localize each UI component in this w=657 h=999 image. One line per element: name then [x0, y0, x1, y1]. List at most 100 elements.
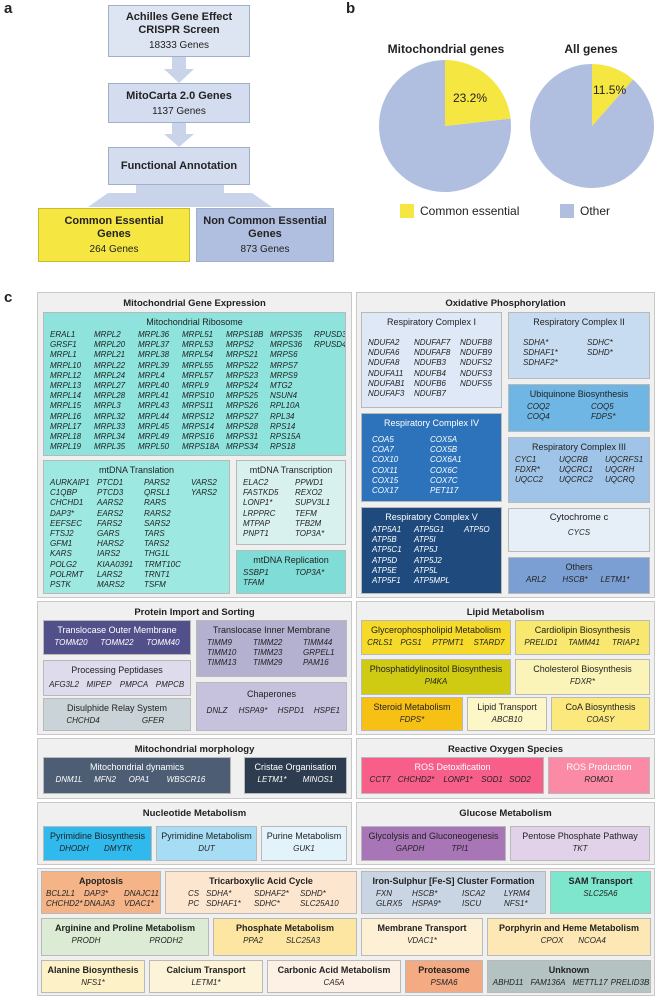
gene-label: SDHA* — [206, 889, 232, 898]
gene-label: MRPL49 — [138, 432, 170, 442]
box-title: Arginine and Proline Metabolism — [54, 923, 196, 933]
gene-label: UQCRFS1 — [605, 455, 644, 464]
gene-label: PSTK — [50, 580, 71, 590]
achilles-box: Achilles Gene Effect CRISPR Screen 18333… — [108, 5, 250, 57]
gene-label: COX11 — [372, 465, 398, 475]
gene-label: HSCB* — [562, 575, 588, 584]
box-title: Others — [565, 562, 593, 572]
gene-label: MRPS26 — [226, 401, 259, 411]
box-title: Glycolysis and Gluconeogenesis — [368, 831, 499, 841]
gene-label: ELAC2 — [243, 478, 269, 487]
section-title: Protein Import and Sorting — [134, 607, 255, 618]
gene-label — [314, 371, 345, 381]
gene-label: KIAA0391 — [97, 559, 134, 569]
gene-label: TOP3A* — [295, 568, 325, 577]
gene-label: SDHD* — [587, 348, 613, 358]
box-title: Chaperones — [246, 689, 297, 699]
gene-label: TIMM44 — [303, 638, 333, 647]
gene-label: SSBP1 — [243, 568, 269, 577]
box-membrane-transport: Membrane Transport VDAC1* — [361, 918, 483, 956]
gene-label: GFM1 — [50, 539, 73, 549]
gene-label: FDXR* — [515, 465, 540, 475]
gene-label: C1QBP — [50, 488, 78, 498]
gene-label: PMPCB — [155, 680, 185, 689]
gene-label — [191, 560, 229, 570]
box-steroid: Steroid Metabolism FDPS* — [361, 697, 463, 731]
gene-label: SDHAF2* — [254, 889, 289, 898]
gene-label — [191, 580, 229, 590]
gene-label: MINOS1 — [302, 775, 334, 784]
gene-label: LARS2 — [97, 569, 123, 579]
box-title: Disulphide Relay System — [66, 703, 168, 713]
gene-label: SDHA* — [523, 338, 549, 347]
pie-mito-common-slice — [445, 60, 511, 126]
gene-label: IARS2 — [97, 549, 121, 559]
gene-label: MRPL24 — [94, 370, 126, 380]
gene-label: MRPS36 — [270, 340, 303, 350]
gene-label — [191, 549, 229, 559]
gene-label: MRPL33 — [94, 421, 126, 431]
section-title: Mitochondrial morphology — [134, 744, 255, 755]
gene-label: TOP3A* — [295, 529, 325, 539]
box-coa-biosynthesis: CoA Biosynthesis COASY — [551, 697, 650, 731]
arrow-1 — [164, 57, 194, 83]
gene-label: COX6C — [430, 465, 458, 475]
gene-label: COX6A1 — [430, 455, 462, 465]
gene-label: DNLZ — [206, 706, 228, 715]
gene-label: CHCHD2* — [397, 775, 435, 784]
gene-label — [464, 545, 501, 555]
gene-label: GUK1 — [293, 844, 315, 853]
noncommon-title-2: Genes — [248, 228, 282, 240]
gene-label: UQCRC2 — [559, 475, 593, 485]
panel-letter-c: c — [4, 289, 13, 306]
gene-label: MRPL45 — [138, 421, 170, 431]
gene-label: MRPS10 — [182, 391, 215, 401]
box-alanine: Alanine Biosynthesis NFS1* — [41, 960, 145, 993]
gene-label: MRPL44 — [138, 411, 170, 421]
gene-label: HSPD1 — [277, 706, 305, 715]
gene-list: SLC25A6 — [551, 886, 650, 899]
gene-label: DHODH — [59, 844, 89, 853]
box-title: Cytochrome c — [549, 512, 609, 523]
gene-label: PARS2 — [144, 478, 170, 487]
gene-label: MRPL2 — [94, 330, 121, 339]
gene-label: LONP1* — [243, 498, 273, 508]
gene-label: FASTKD5 — [243, 488, 279, 498]
arrow-2 — [164, 123, 194, 147]
common-count: 264 Genes — [89, 244, 139, 255]
gene-label: SARS2 — [144, 518, 171, 528]
gene-label: CHCHD2* — [46, 899, 83, 909]
achilles-title-2: CRISPR Screen — [138, 24, 220, 36]
gene-label: PTCD1 — [97, 478, 124, 487]
gene-label — [295, 578, 345, 588]
gene-label: MRPL10 — [50, 360, 82, 370]
gene-list: CYCS — [509, 525, 649, 538]
pie-all-title: All genes — [564, 42, 618, 56]
box-title: Mitochondrial Ribosome — [146, 317, 243, 327]
box-title: Unknown — [548, 965, 590, 975]
gene-label: HSCB* — [412, 889, 438, 898]
gene-label: VDAC1* — [124, 899, 154, 909]
gene-label: MRPS6 — [270, 350, 298, 360]
gene-label: EARS2 — [97, 508, 124, 518]
gene-label: MRPS14 — [182, 421, 215, 431]
gene-label: TIMM22 — [253, 638, 283, 647]
gene-label: MRPS35 — [270, 330, 303, 339]
gene-list: TKT — [511, 841, 649, 854]
gene-label: TAMM41 — [568, 638, 600, 647]
gene-list: SDHA*SDHC*SDHAF1*SDHD*SDHAF2* — [509, 335, 649, 369]
gene-label: REXO2 — [295, 488, 323, 498]
box-title: Porphyrin and Heme Metabolism — [498, 923, 640, 933]
gene-label: MRPL22 — [94, 360, 126, 370]
gene-label: ATP5B — [372, 535, 397, 545]
gene-label: MRPL41 — [138, 391, 170, 401]
